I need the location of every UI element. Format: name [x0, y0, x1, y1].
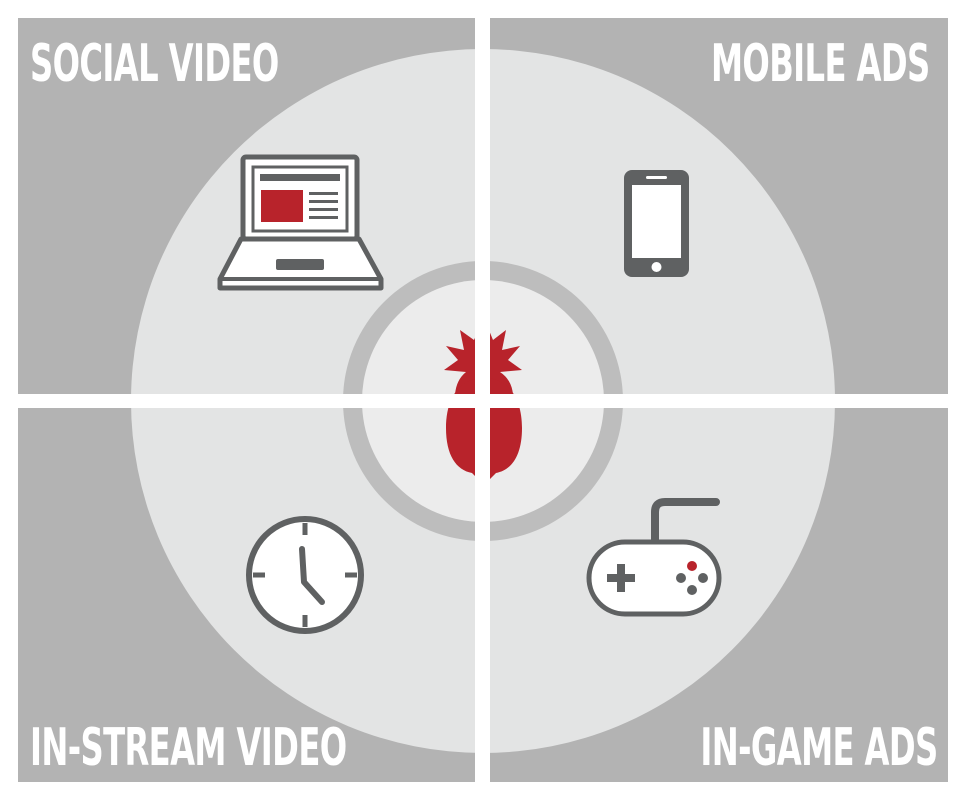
smartphone-icon — [624, 170, 689, 277]
label-social-video: SOCIAL VIDEO — [30, 34, 279, 94]
label-in-stream-video: IN-STREAM VIDEO — [30, 718, 347, 778]
gamepad-icon — [586, 498, 722, 617]
label-in-game-ads: IN-GAME ADS — [700, 718, 939, 778]
clock-icon — [246, 516, 364, 634]
label-mobile-ads: MOBILE ADS — [711, 34, 930, 94]
laptop-icon — [217, 154, 384, 291]
